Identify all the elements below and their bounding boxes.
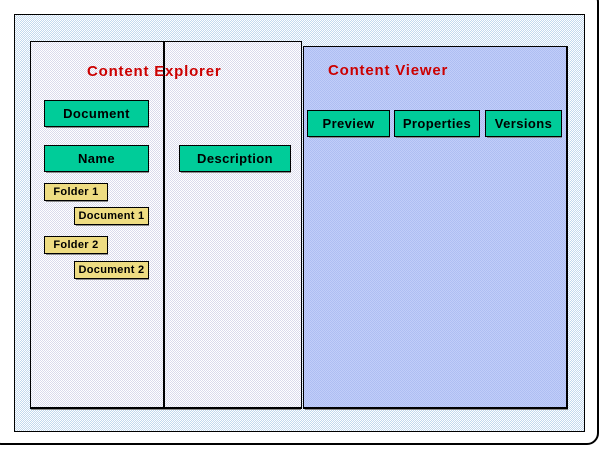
name-column-button[interactable]: Name <box>44 145 149 172</box>
tree-item-folder-1[interactable]: Folder 1 <box>44 183 108 201</box>
explorer-column-divider <box>163 41 165 409</box>
tree-item-document-2[interactable]: Document 2 <box>74 261 149 279</box>
properties-tab-button[interactable]: Properties <box>394 110 480 137</box>
description-column-button[interactable]: Description <box>179 145 291 172</box>
versions-tab-button[interactable]: Versions <box>485 110 562 137</box>
content-viewer-title: Content Viewer <box>328 62 449 79</box>
content-explorer-title: Content Explorer <box>87 63 222 80</box>
tree-item-folder-2[interactable]: Folder 2 <box>44 236 108 254</box>
document-button[interactable]: Document <box>44 100 149 127</box>
tree-item-document-1[interactable]: Document 1 <box>74 207 149 225</box>
content-viewer-panel <box>303 46 568 409</box>
preview-tab-button[interactable]: Preview <box>307 110 390 137</box>
